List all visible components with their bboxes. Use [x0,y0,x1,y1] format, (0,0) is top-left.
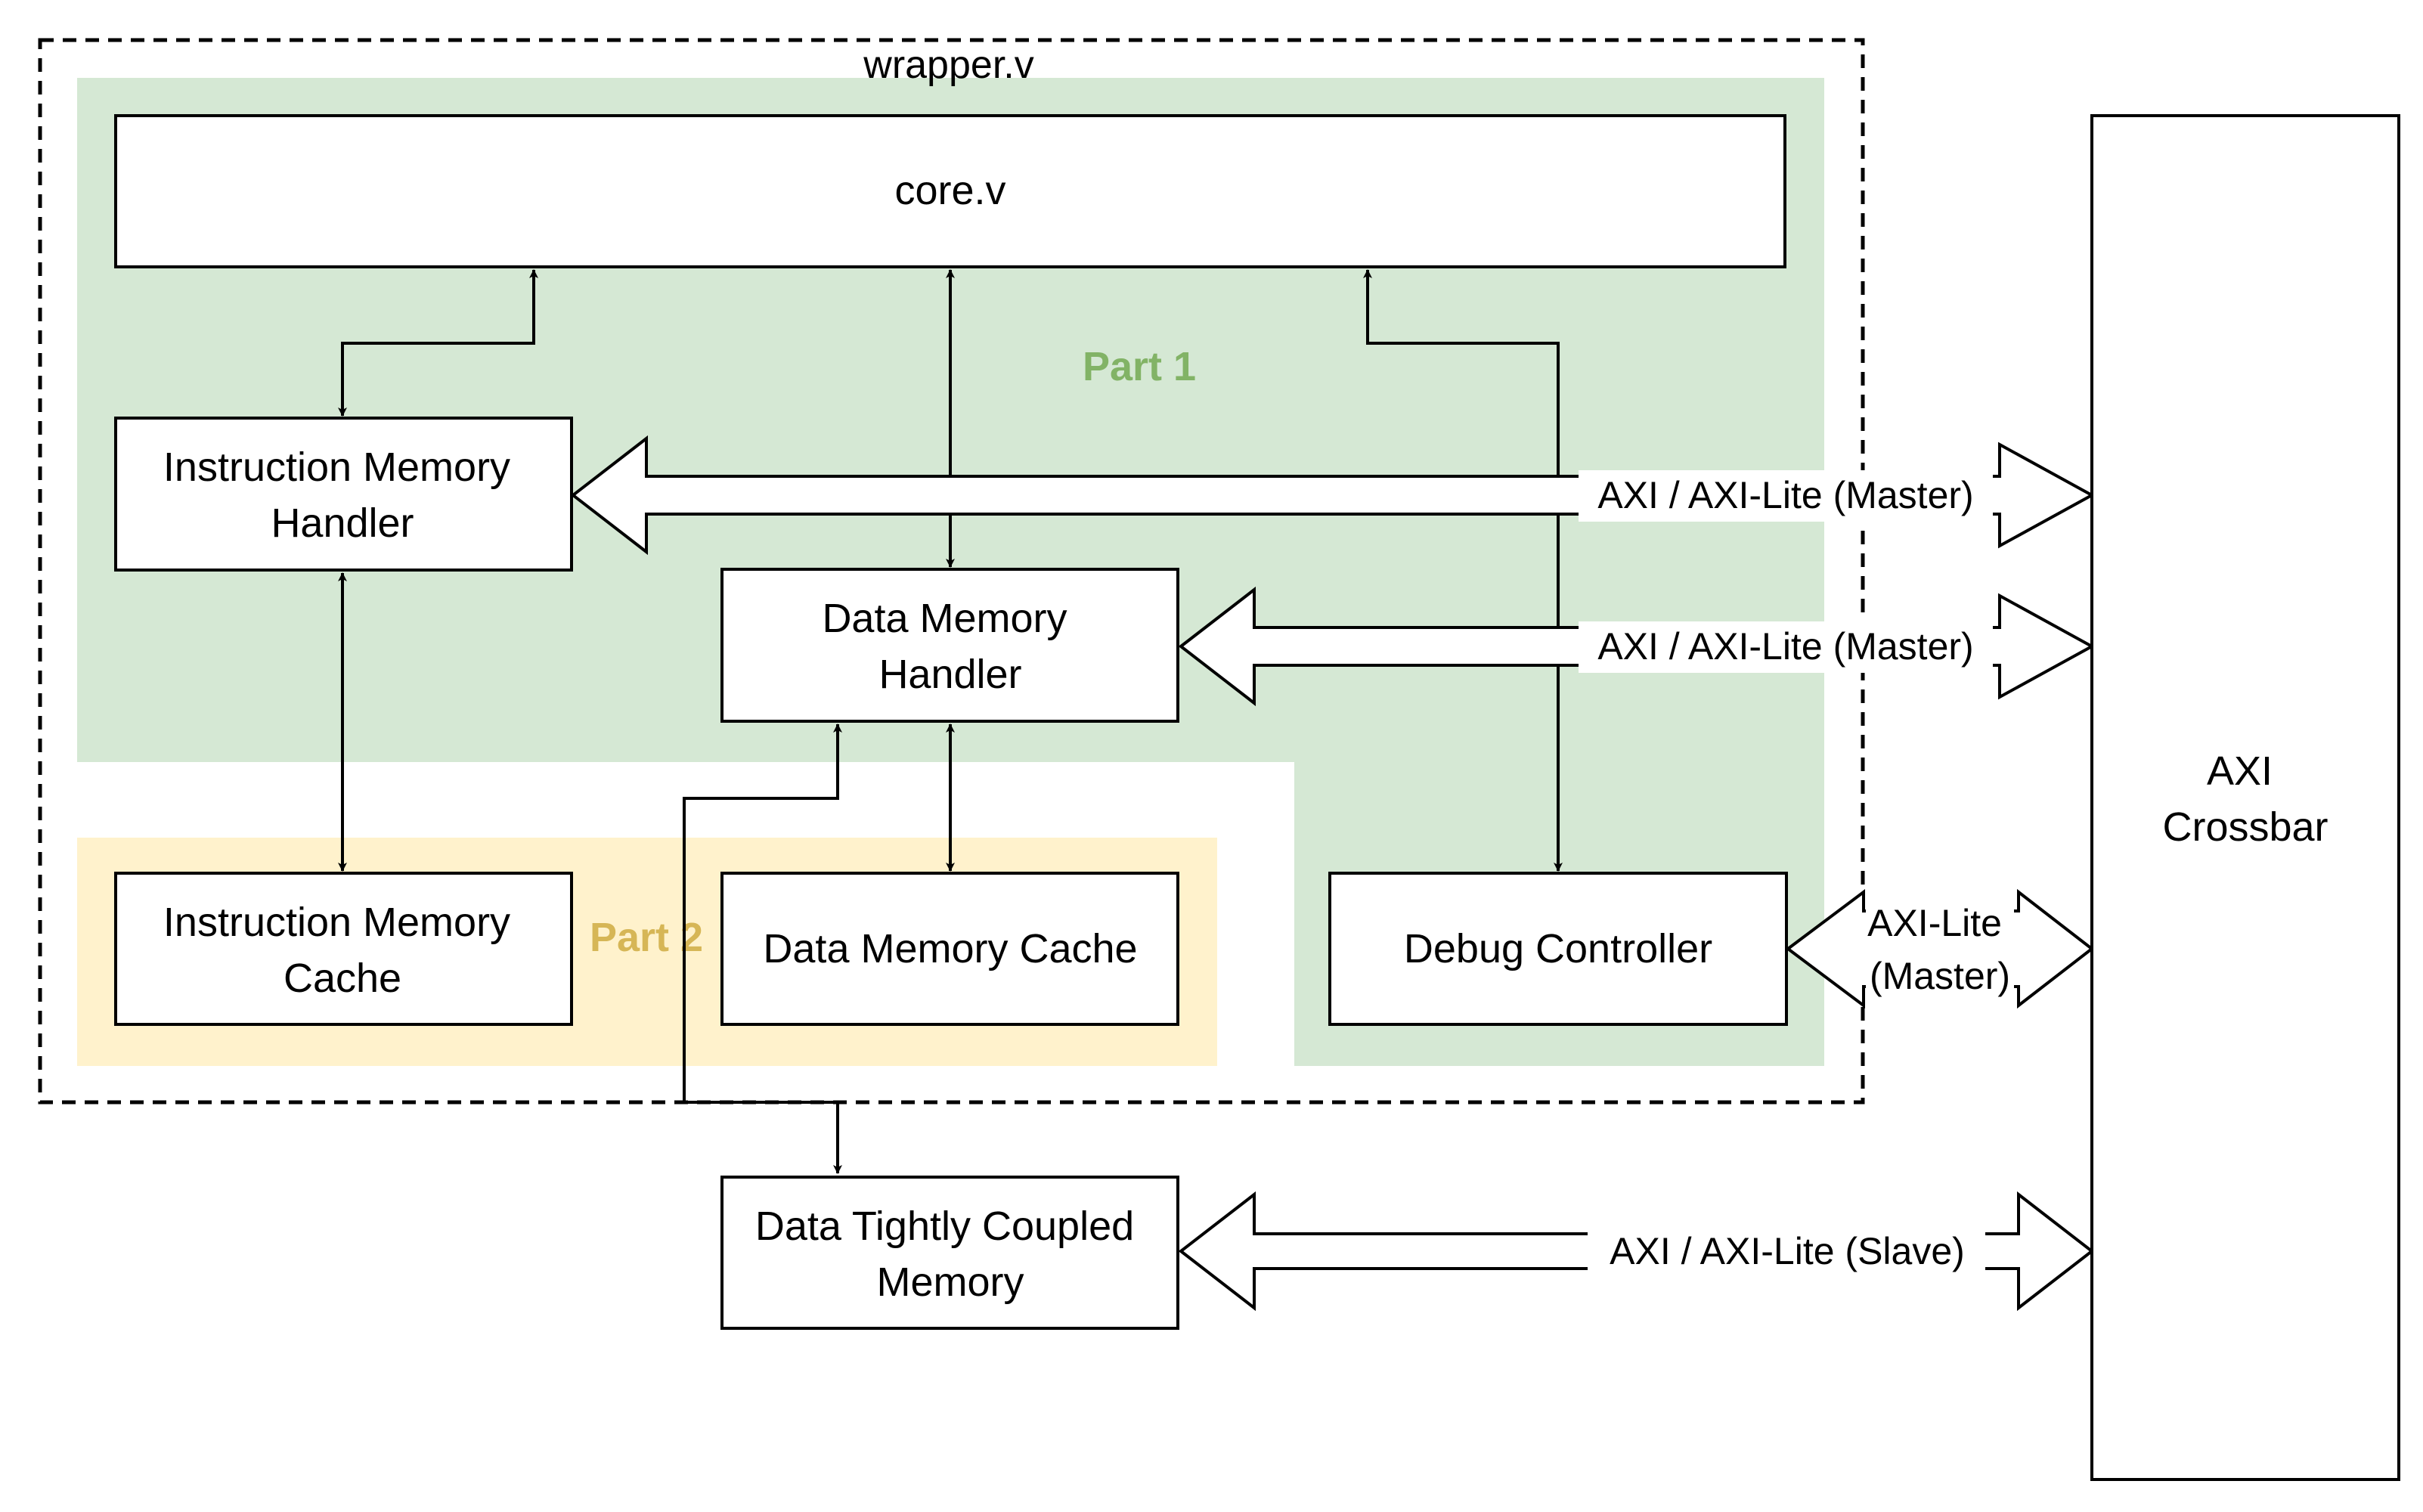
debug-controller-block[interactable]: Debug Controller [1328,872,1788,1026]
bus-label-backgrounds [1579,470,2014,1278]
part1-label: Part 1 [1083,344,1196,389]
part2-label: Part 2 [590,915,703,960]
imem-bus-label: AXI / AXI-Lite (Master) [1597,474,1973,516]
imem-handler-label: Instruction Memory Handler [163,445,522,546]
core-block[interactable]: core.v [114,114,1786,268]
core-to-debug-controller-connector [1363,269,1563,872]
debug-bus-label: AXI-Lite (Master) [1867,902,2012,997]
imem-cache-label: Instruction Memory Cache [163,900,522,1001]
core-to-imem-handler-connector [338,269,538,417]
axi-crossbar-label: AXI Crossbar [2162,748,2328,850]
dmem-handler-to-dtcm-connector [683,723,842,1174]
core-label: core.v [894,168,1005,213]
imem-handler-block[interactable]: Instruction Memory Handler [114,417,573,572]
debug-controller-label: Debug Controller [1404,926,1712,971]
dtcm-bus-label: AXI / AXI-Lite (Slave) [1610,1230,1965,1272]
dmem-handler-block[interactable]: Data Memory Handler [720,568,1179,723]
connectors [338,269,1563,1174]
dtcm-label: Data Tightly Coupled Memory [755,1204,1145,1305]
dmem-cache-block[interactable]: Data Memory Cache [720,872,1179,1026]
dtcm-block[interactable]: Data Tightly Coupled Memory [720,1176,1179,1330]
dmem-bus-label: AXI / AXI-Lite (Master) [1597,625,1973,668]
axi-crossbar-block[interactable]: AXI Crossbar [2090,114,2400,1481]
dmem-cache-label: Data Memory Cache [763,926,1137,971]
dmem-handler-label: Data Memory Handler [822,596,1078,697]
imem-cache-block[interactable]: Instruction Memory Cache [114,872,573,1026]
wrapper-label: wrapper.v [863,43,1033,87]
wrapper-boundary [38,38,1865,1105]
